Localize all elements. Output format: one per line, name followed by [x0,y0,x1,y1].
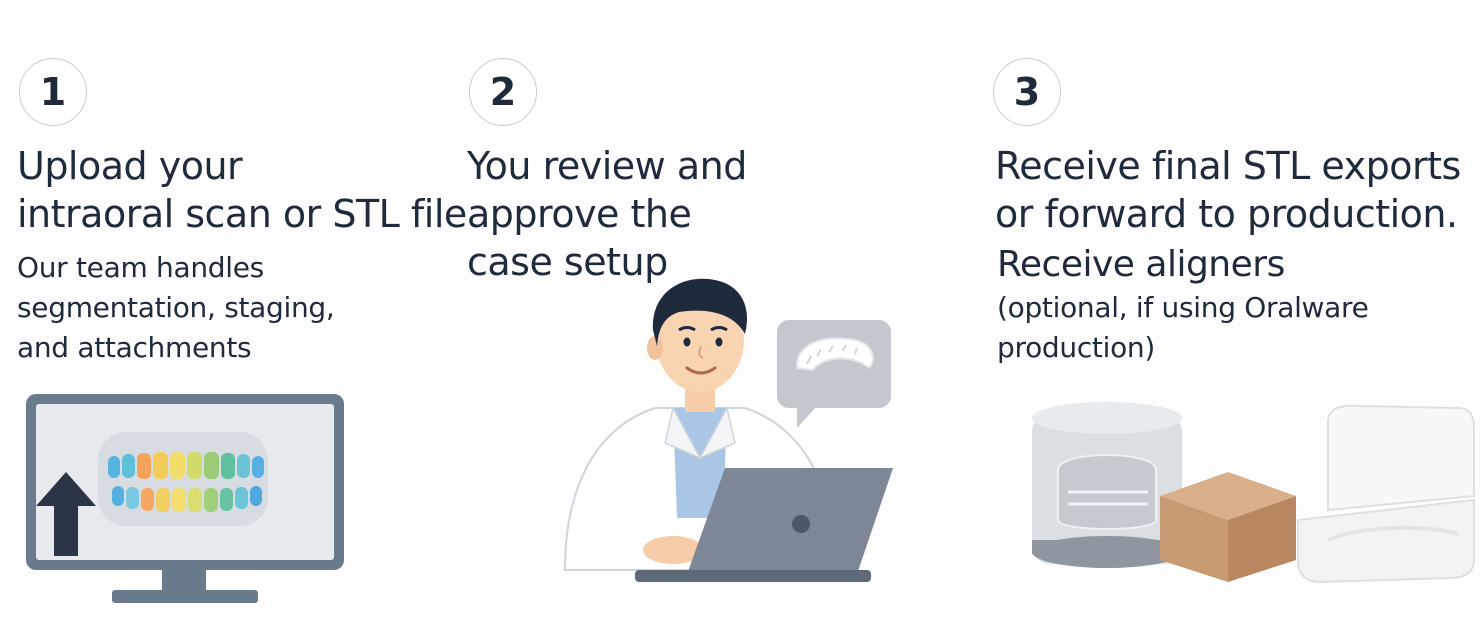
step-number-badge: 3 [993,58,1061,126]
step-title-line: approve the [467,192,692,236]
laptop-icon [635,468,893,582]
step-title-line: case setup [467,240,668,284]
aligner-container-icon [1032,402,1182,568]
step-1: 1 Upload your intraoral scan or STL file… [0,0,467,633]
step-title: Upload your intraoral scan or STL file [17,142,467,238]
step-title-line: or forward to production. [995,192,1458,236]
step-description: Our team handles segmentation, staging, … [17,248,335,368]
step-title-line: intraoral scan or STL file [17,192,467,236]
step-subtitle: Receive aligners [997,244,1285,285]
step-title: You review and approve the case setup [467,142,747,286]
step-title-line: Receive final STL exports [995,144,1461,188]
step-description-line: (optional, if using Oralware [997,291,1369,324]
step-description-line: Our team handles [17,251,264,284]
step-2: 2 You review and approve the case setup [460,0,980,633]
teeth-scan-icon [98,432,268,526]
aligner-icon [795,337,874,372]
step-description-line: production) [997,331,1155,364]
step-number-badge: 1 [19,58,87,126]
upload-arrow-icon [36,472,96,556]
step-number-badge: 2 [469,58,537,126]
monitor-icon [26,394,344,603]
speech-bubble-icon [777,320,891,428]
step-description: (optional, if using Oralware production) [997,288,1369,368]
step-description-line: segmentation, staging, [17,291,335,324]
aligner-case-icon [1297,404,1475,584]
step-title-line: Upload your [17,144,243,188]
doctor-illustration [563,278,893,582]
aligner-shipment-illustration [1032,402,1475,584]
step-3: 3 Receive final STL exports or forward t… [980,0,1480,633]
step-description-line: and attachments [17,331,252,364]
step-title-line: You review and [467,144,747,188]
step-title: Receive final STL exports or forward to … [995,142,1461,238]
shipping-box-icon [1160,472,1296,582]
